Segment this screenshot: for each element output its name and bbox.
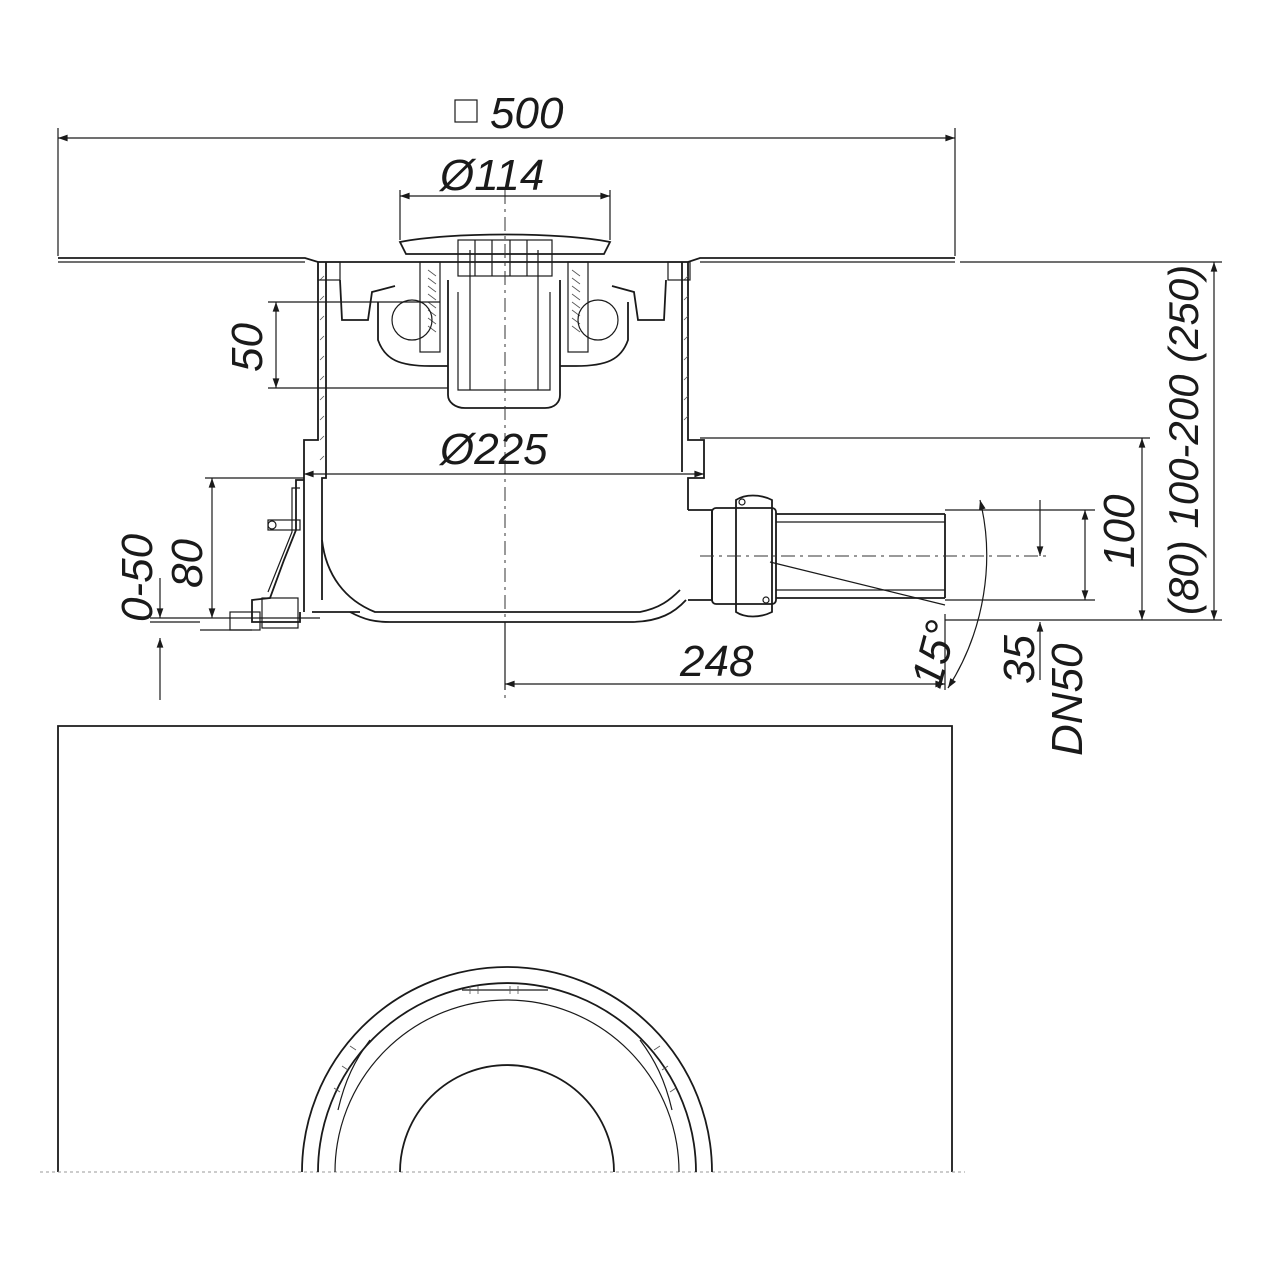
trap-insert <box>339 250 667 409</box>
dimensions: 500 Ø114 50 Ø225 80 0-50 248 15° 100 <box>57 89 1222 756</box>
dim-diameter-grate: Ø114 <box>438 151 544 200</box>
floor-flange <box>58 257 955 263</box>
dim-height-trap: 50 <box>223 323 272 372</box>
dim-angle: 15° <box>902 616 967 693</box>
dim-height-80: 80 <box>163 539 212 588</box>
dim-pipe: DN50 <box>1043 643 1092 756</box>
square-symbol-icon <box>454 99 478 123</box>
dim-invert: 35 <box>995 635 1044 684</box>
dim-diameter-body: Ø225 <box>438 425 548 474</box>
dim-overall-height: (80) 100-200 (250) <box>1160 265 1207 615</box>
dim-range: 0-50 <box>113 533 162 622</box>
section-view <box>58 190 1050 700</box>
drain-body <box>303 261 705 623</box>
dim-offset: 248 <box>679 637 754 686</box>
plan-square <box>57 725 953 1172</box>
plan-inner-ring <box>399 1064 615 1173</box>
mounting-bracket <box>200 479 304 631</box>
dim-outlet-height: 100 <box>1095 494 1144 568</box>
plan-view <box>40 725 965 1173</box>
plan-outer-ring <box>301 966 713 1173</box>
dim-width: 500 <box>490 89 564 138</box>
